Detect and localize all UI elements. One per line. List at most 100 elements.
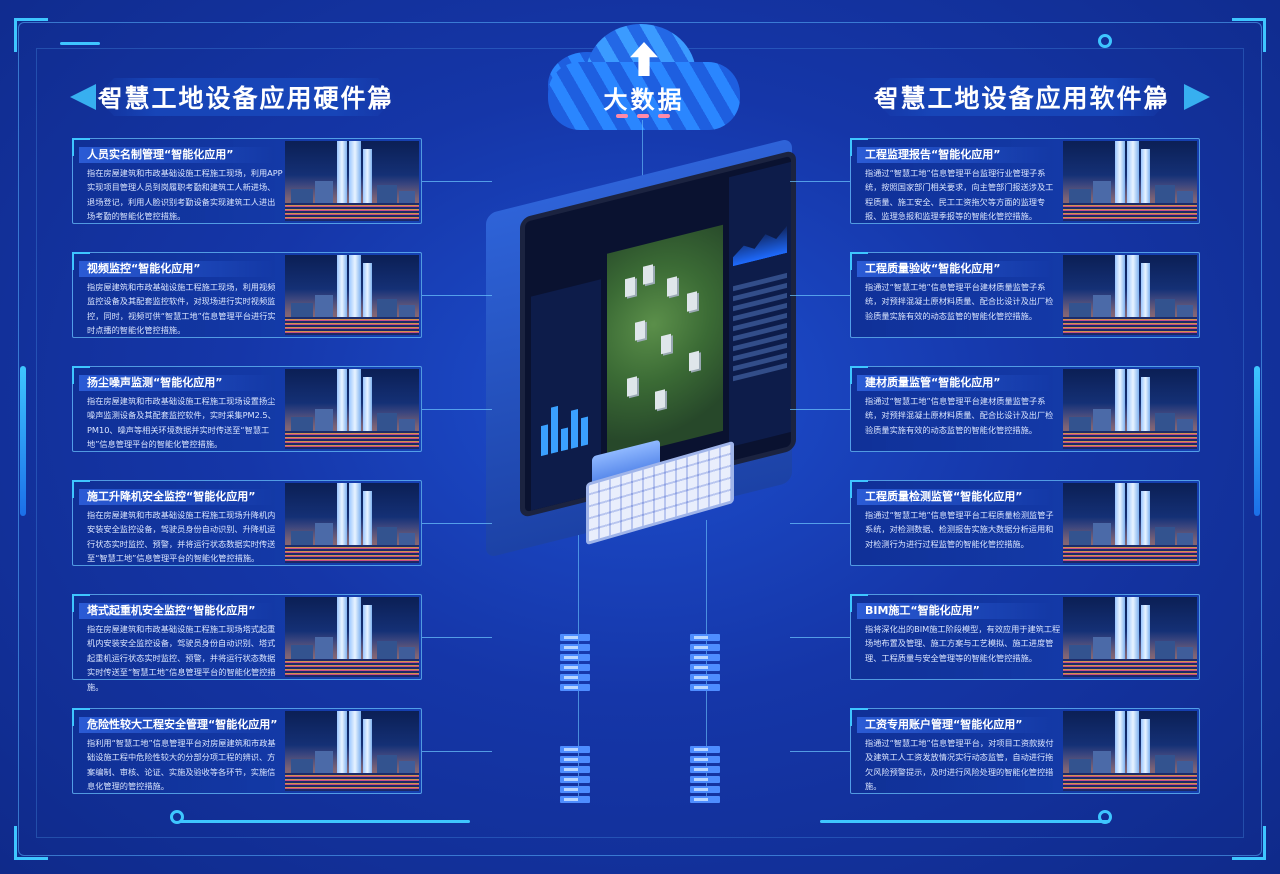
card-title: 人员实名制管理“智能化应用” bbox=[87, 148, 234, 161]
card-title: 视频监控“智能化应用” bbox=[87, 262, 201, 275]
dashboard-right-panel bbox=[729, 161, 791, 448]
right-side-bar bbox=[1254, 366, 1260, 516]
card-description: 指通过“智慧工地”信息管理平台，对项目工资款拨付及建筑工人工资发放情况实行动态监… bbox=[865, 738, 1054, 792]
card-title: 工程质量验收“智能化应用” bbox=[865, 262, 1001, 275]
card-title: BIM施工“智能化应用” bbox=[865, 604, 980, 617]
cloud-label: 大数据 bbox=[603, 86, 685, 114]
cloud-dash bbox=[616, 114, 628, 118]
card-description: 指通过“智慧工地”信息管理平台建材质量监管子系统，对预拌混凝土原材料质量、配合比… bbox=[865, 282, 1054, 321]
card-title-band bbox=[79, 489, 273, 505]
software-card: 工程质量检测监管“智能化应用” 指通过“智慧工地”信息管理平台工程质量检测监管子系… bbox=[850, 480, 1200, 566]
card-description: 指房屋建筑和市政基础设施工程施工现场，利用视频监控设备及其配套监控软件，对现场进… bbox=[87, 282, 276, 336]
bottom-right-ring bbox=[1098, 810, 1112, 824]
outer-frame bbox=[18, 22, 1262, 856]
hardware-card: 扬尘噪声监测“智能化应用” 指在房屋建筑和市政基础设施工程施工现场设置扬尘噪声监测… bbox=[72, 366, 422, 452]
city-skyline-photo bbox=[285, 369, 419, 449]
card-title: 危险性较大工程安全管理“智能化应用” bbox=[87, 718, 278, 731]
card-title-band bbox=[857, 489, 1051, 505]
software-section-title: 智慧工地设备应用软件篇 bbox=[872, 78, 1172, 116]
server-icon bbox=[560, 746, 590, 806]
card-title-band bbox=[857, 603, 1051, 619]
hardware-card: 人员实名制管理“智能化应用” 指在房屋建筑和市政基础设施工程施工现场，利用APP实… bbox=[72, 138, 422, 224]
connector-line bbox=[790, 637, 850, 638]
server-icon bbox=[560, 634, 590, 694]
cloud-dash bbox=[658, 114, 670, 118]
card-title-band bbox=[79, 375, 273, 391]
card-title: 施工升降机安全监控“智能化应用” bbox=[87, 490, 256, 503]
server-icon bbox=[690, 746, 720, 806]
hardware-card: 塔式起重机安全监控“智能化应用” 指在房屋建筑和市政基础设施工程施工现场塔式起重机… bbox=[72, 594, 422, 692]
corner-top-left bbox=[14, 18, 48, 52]
card-description: 指在房屋建筑和市政基础设施工程施工现场设置扬尘噪声监测设备及其配套监控软件，实时… bbox=[87, 396, 276, 450]
bottom-left-dash bbox=[180, 820, 470, 823]
hardware-card: 视频监控“智能化应用” 指房屋建筑和市政基础设施工程施工现场，利用视频监控设备及其… bbox=[72, 252, 422, 338]
left-side-bar bbox=[20, 366, 26, 516]
top-left-dash bbox=[60, 42, 100, 45]
dashboard-left-panel bbox=[531, 279, 601, 511]
card-description: 指通过“智慧工地”信息管理平台监理行业管理子系统，按照国家部门相关要求，向主管部… bbox=[865, 168, 1054, 222]
card-title: 工资专用账户管理“智能化应用” bbox=[865, 718, 1023, 731]
cloud-dash bbox=[637, 114, 649, 118]
corner-top-right bbox=[1232, 18, 1266, 52]
card-description: 指在房屋建筑和市政基础设施工程施工现场升降机内安装安全监控设备，驾驶员身份自动识… bbox=[87, 510, 276, 564]
connector-line bbox=[422, 637, 492, 638]
software-card: 工程质量验收“智能化应用” 指通过“智慧工地”信息管理平台建材质量监管子系统，对预… bbox=[850, 252, 1200, 338]
connector-line bbox=[790, 523, 850, 524]
software-card: BIM施工“智能化应用” 指将深化出的BIM施工阶段模型，有效应用于建筑工程场地布… bbox=[850, 594, 1200, 680]
connector-line bbox=[422, 409, 492, 410]
hardware-section-title: 智慧工地设备应用硬件篇 bbox=[96, 78, 396, 116]
card-title-band bbox=[79, 261, 273, 277]
city-skyline-photo bbox=[285, 255, 419, 335]
city-skyline-photo bbox=[285, 711, 419, 791]
corner-bottom-left bbox=[14, 826, 48, 860]
city-skyline-photo bbox=[1063, 369, 1197, 449]
city-skyline-photo bbox=[285, 483, 419, 563]
circuit-line bbox=[642, 120, 643, 180]
city-skyline-photo bbox=[285, 597, 419, 677]
server-icon bbox=[690, 634, 720, 694]
connector-line bbox=[790, 409, 850, 410]
city-skyline-photo bbox=[285, 141, 419, 221]
card-title-band bbox=[857, 261, 1051, 277]
card-description: 指在房屋建筑和市政基础设施工程施工现场塔式起重机内安装安全监控设备，驾驶员身份自… bbox=[87, 624, 276, 692]
city-skyline-photo bbox=[1063, 483, 1197, 563]
connector-line bbox=[790, 295, 850, 296]
city-skyline-photo bbox=[1063, 255, 1197, 335]
card-title-band bbox=[79, 603, 273, 619]
card-title: 建材质量监管“智能化应用” bbox=[865, 376, 1001, 389]
card-description: 指在房屋建筑和市政基础设施工程施工现场，利用APP实现项目管理人员到岗履职考勤和… bbox=[87, 168, 283, 222]
connector-line bbox=[422, 523, 492, 524]
card-title: 工程监理报告“智能化应用” bbox=[865, 148, 1001, 161]
card-title-band bbox=[857, 717, 1051, 733]
card-description: 指利用“智慧工地”信息管理平台对房屋建筑和市政基础设施工程中危险性较大的分部分项… bbox=[87, 738, 276, 792]
top-right-ring bbox=[1098, 34, 1112, 48]
card-description: 指将深化出的BIM施工阶段模型，有效应用于建筑工程场地布置及管理、施工方案与工艺… bbox=[865, 624, 1061, 663]
corner-bottom-right bbox=[1232, 826, 1266, 860]
bottom-right-dash bbox=[820, 820, 1110, 823]
connector-line bbox=[790, 751, 850, 752]
card-title-band bbox=[857, 375, 1051, 391]
bottom-left-ring bbox=[170, 810, 184, 824]
card-title-band bbox=[79, 717, 273, 733]
city-skyline-photo bbox=[1063, 597, 1197, 677]
card-title-band bbox=[79, 147, 273, 163]
card-description: 指通过“智慧工地”信息管理平台建材质量监管子系统，对预拌混凝土原材料质量、配合比… bbox=[865, 396, 1054, 435]
card-title: 塔式起重机安全监控“智能化应用” bbox=[87, 604, 256, 617]
software-card: 建材质量监管“智能化应用” 指通过“智慧工地”信息管理平台建材质量监管子系统，对预… bbox=[850, 366, 1200, 452]
trend-chart-icon bbox=[733, 223, 787, 266]
connector-line bbox=[790, 181, 850, 182]
hardware-card: 施工升降机安全监控“智能化应用” 指在房屋建筑和市政基础设施工程施工现场升降机内安… bbox=[72, 480, 422, 566]
connector-line bbox=[422, 295, 492, 296]
connector-line bbox=[422, 181, 492, 182]
city-skyline-photo bbox=[1063, 711, 1197, 791]
hardware-card: 危险性较大工程安全管理“智能化应用” 指利用“智慧工地”信息管理平台对房屋建筑和市… bbox=[72, 708, 422, 794]
connector-line bbox=[422, 751, 492, 752]
site-map-view bbox=[607, 224, 723, 460]
card-title: 工程质量检测监管“智能化应用” bbox=[865, 490, 1023, 503]
card-title-band bbox=[857, 147, 1051, 163]
big-data-cloud: 大数据 bbox=[548, 18, 740, 130]
software-card: 工资专用账户管理“智能化应用” 指通过“智慧工地”信息管理平台，对项目工资款拨付及… bbox=[850, 708, 1200, 794]
city-skyline-photo bbox=[1063, 141, 1197, 221]
card-description: 指通过“智慧工地”信息管理平台工程质量检测监管子系统，对检测数据、检测报告实施大… bbox=[865, 510, 1054, 549]
card-title: 扬尘噪声监测“智能化应用” bbox=[87, 376, 223, 389]
